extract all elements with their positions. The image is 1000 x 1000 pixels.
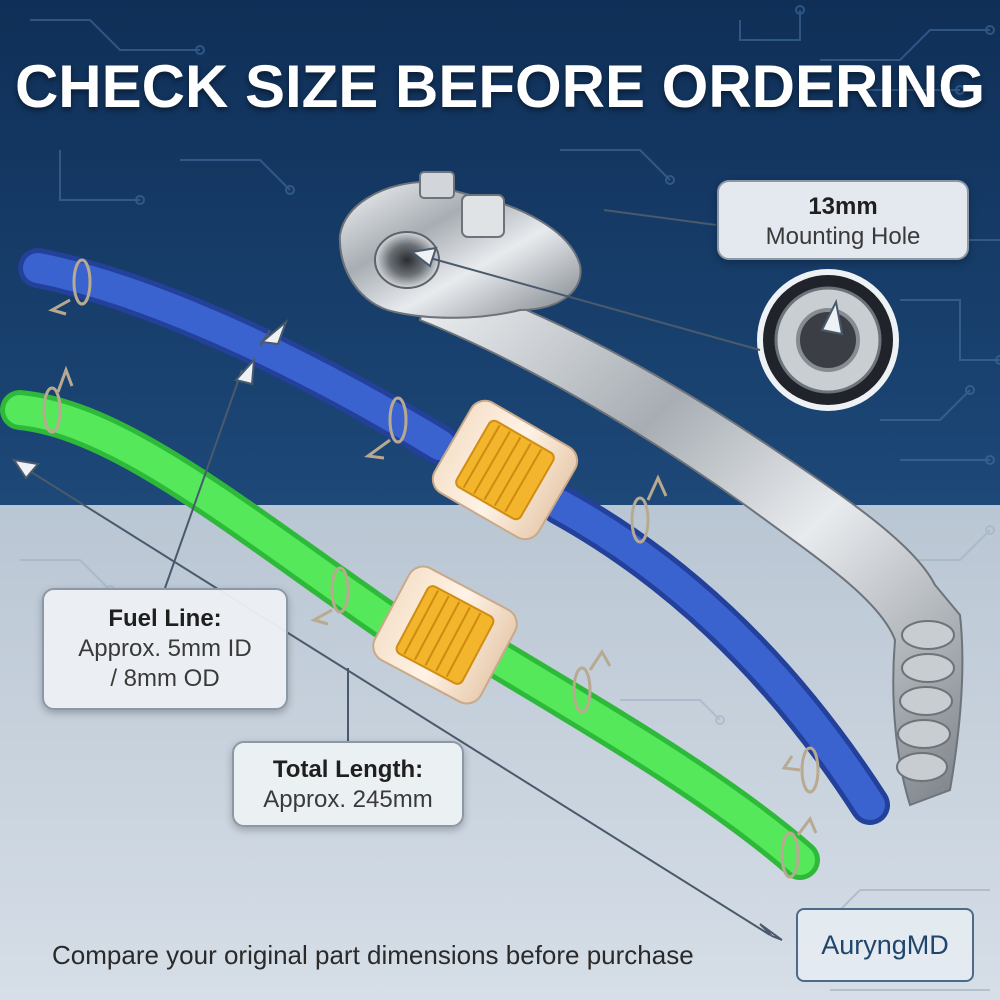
lever-bolt	[461, 194, 505, 238]
mounting-hole-size: 13mm	[808, 193, 878, 220]
total-length-label: Total Length: Approx. 245mm	[232, 741, 464, 827]
fuel-line-title: Fuel Line:	[108, 605, 222, 632]
mounting-hole-zoom	[757, 269, 899, 411]
green-fuel-line	[0, 390, 820, 880]
callout-lines	[19, 209, 771, 936]
lever-nut	[419, 171, 455, 199]
blue-fuel-line	[18, 248, 890, 825]
arrow-heads	[11, 246, 844, 941]
total-length-value: Approx. 245mm	[263, 786, 433, 813]
mounting-hole-text: Mounting Hole	[765, 223, 921, 250]
fuel-line-label: Fuel Line: Approx. 5mm ID / 8mm OD	[42, 588, 288, 710]
lever-grip	[896, 620, 955, 782]
green-line-filter	[372, 565, 518, 705]
fuel-line-id: Approx. 5mm ID	[78, 635, 252, 662]
total-length-title: Total Length:	[272, 756, 424, 783]
headline: CHECK SIZE BEFORE ORDERING	[14, 53, 986, 120]
mounting-hole-label: 13mm Mounting Hole	[717, 180, 969, 260]
hose-clips	[42, 258, 820, 879]
fuel-line-od: / 8mm OD	[110, 665, 220, 692]
footer-note: Compare your original part dimensions be…	[52, 940, 694, 970]
brand-logo: AuryngMD	[796, 908, 974, 982]
lever-arm	[418, 273, 964, 807]
blue-line-filter	[431, 399, 579, 541]
